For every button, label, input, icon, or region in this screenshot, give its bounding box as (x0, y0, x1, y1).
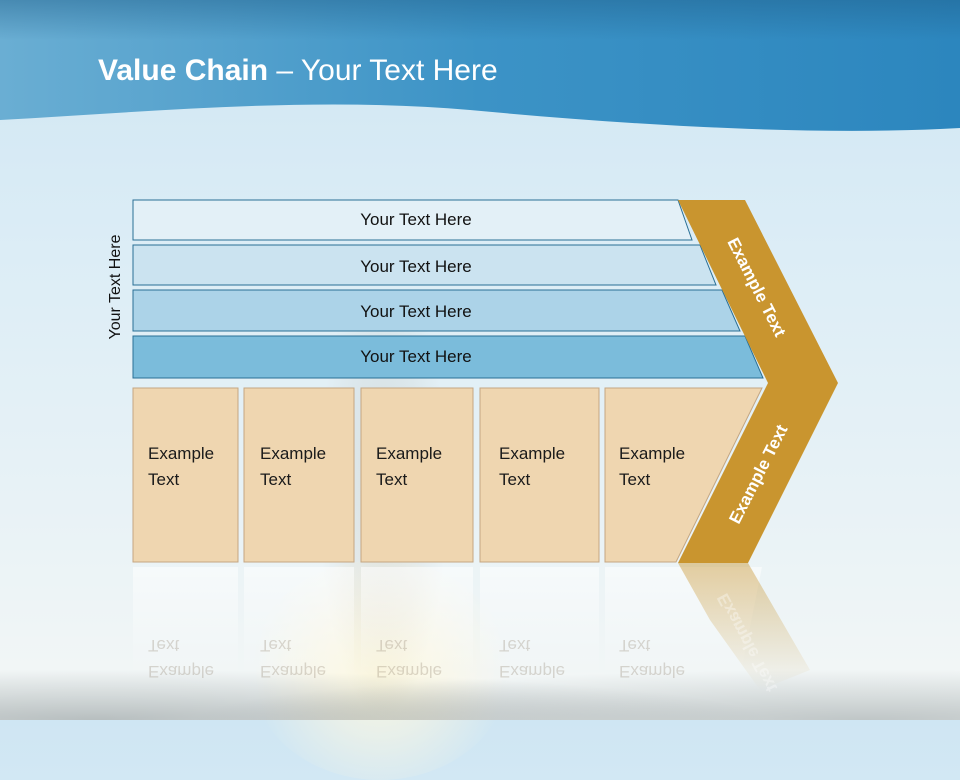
primary-box (243, 387, 355, 563)
reflection-text: Text (499, 636, 530, 655)
primary-box-line1: Example (619, 444, 685, 463)
primary-box-line1: Example (499, 444, 565, 463)
reflection-text: Example (260, 662, 326, 681)
primary-box-line2: Text (499, 470, 530, 489)
slide-title: Value Chain – Your Text Here (98, 54, 498, 88)
primary-box (360, 387, 474, 563)
reflection-text: Text (260, 636, 291, 655)
box-reflection (480, 567, 599, 677)
support-bar-label: Your Text Here (360, 257, 472, 276)
slide-title-rest: – Your Text Here (268, 54, 498, 87)
support-bar-label: Your Text Here (360, 302, 472, 321)
reflection-text: Example (148, 662, 214, 681)
chevron-reflection (678, 563, 810, 690)
reflection-text: Text (376, 636, 407, 655)
diagram-reflection: Example Text Example Text Example Text Exam… (133, 563, 810, 695)
reflection-text: Example (619, 662, 685, 681)
primary-box-line2: Text (148, 470, 179, 489)
support-bar-label: Your Text Here (360, 210, 472, 229)
primary-box-line2: Text (260, 470, 291, 489)
box-reflection (361, 567, 473, 677)
slide-title-bold: Value Chain (98, 54, 269, 87)
primary-box-line1: Example (260, 444, 326, 463)
box-reflection (244, 567, 354, 677)
primary-box (132, 387, 239, 563)
support-bar-label: Your Text Here (360, 347, 472, 366)
primary-activities: Example Text Example Text Example Text E… (132, 387, 763, 563)
reflection-text: Text (619, 636, 650, 655)
primary-box-line2: Text (376, 470, 407, 489)
reflection-text: Text (148, 636, 179, 655)
chevron-shape (678, 200, 838, 563)
primary-box (604, 387, 763, 563)
box-reflection (133, 567, 238, 677)
support-bar (132, 199, 693, 241)
support-activities: Your Text Here Your Text Here Your Text … (132, 199, 764, 379)
primary-box-line1: Example (148, 444, 214, 463)
support-bar (132, 289, 741, 332)
reflection-text: Example (376, 662, 442, 681)
support-bar (132, 244, 717, 286)
primary-box (479, 387, 600, 563)
header-banner (0, 0, 960, 131)
primary-box-line1: Example (376, 444, 442, 463)
primary-box-line2: Text (619, 470, 650, 489)
reflection-text: Example (499, 662, 565, 681)
support-bar (132, 335, 764, 379)
